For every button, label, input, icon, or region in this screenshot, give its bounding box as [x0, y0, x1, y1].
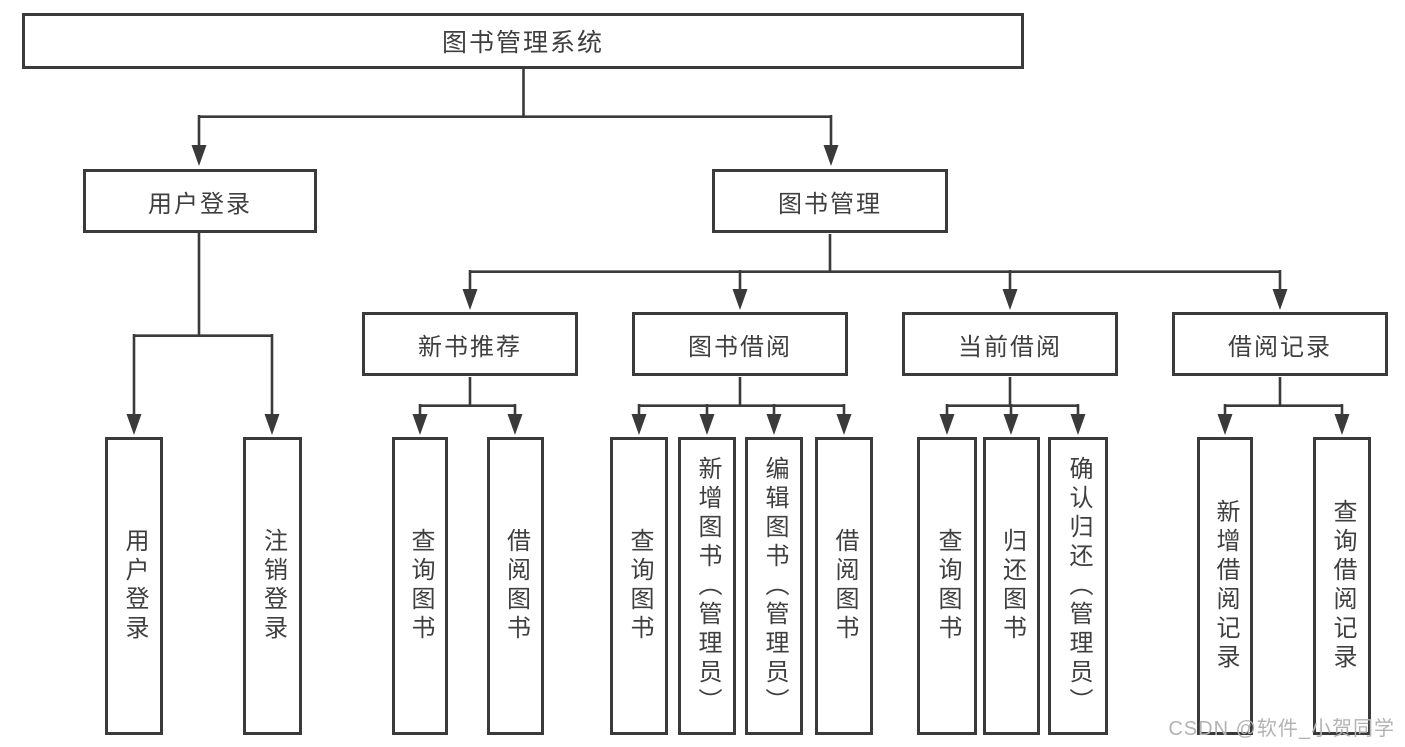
leaf-recommend-borrow-books: 借阅图书 [487, 437, 544, 735]
node-root: 图书管理系统 [22, 13, 1024, 69]
node-new-book-recommend: 新书推荐 [362, 312, 578, 376]
leaf-records-add-record-label: 新增借阅记录 [1212, 499, 1239, 673]
leaf-borrow-add-books-admin: 新增图书（管理员） [678, 437, 736, 735]
node-user-login: 用户登录 [83, 169, 317, 233]
leaf-current-query-books: 查询图书 [917, 437, 977, 735]
leaf-user-login-label: 用户登录 [121, 528, 148, 644]
node-book-borrow: 图书借阅 [632, 312, 848, 376]
node-book-management: 图书管理 [712, 169, 948, 233]
leaf-logout-label: 注销登录 [259, 528, 287, 644]
leaf-borrow-query-books-label: 查询图书 [626, 528, 653, 644]
leaf-current-confirm-return-admin: 确认归还（管理员） [1048, 437, 1108, 735]
leaf-current-return-books: 归还图书 [983, 437, 1040, 735]
leaf-records-add-record: 新增借阅记录 [1197, 437, 1253, 735]
node-root-label: 图书管理系统 [441, 29, 604, 57]
leaf-borrow-edit-books-admin: 编辑图书（管理员） [745, 437, 803, 735]
node-current-borrow: 当前借阅 [902, 312, 1118, 376]
node-borrow-records: 借阅记录 [1172, 312, 1388, 376]
node-book-borrow-label: 图书借阅 [688, 333, 792, 361]
leaf-borrow-query-books: 查询图书 [610, 437, 668, 735]
leaf-borrow-borrow-books-label: 借阅图书 [831, 528, 858, 644]
node-new-book-recommend-label: 新书推荐 [418, 333, 522, 361]
leaf-borrow-borrow-books: 借阅图书 [815, 437, 873, 735]
leaf-records-query-record: 查询借阅记录 [1313, 437, 1371, 735]
leaf-current-query-books-label: 查询图书 [934, 528, 961, 644]
csdn-watermark: CSDN @软件_小贺同学 [1168, 718, 1395, 740]
leaf-current-return-books-label: 归还图书 [998, 528, 1026, 644]
leaf-user-login: 用户登录 [105, 437, 163, 735]
leaf-current-confirm-return-admin-label: 确认归还（管理员） [1065, 455, 1092, 717]
leaf-logout: 注销登录 [243, 437, 302, 735]
leaf-borrow-add-books-admin-label: 新增图书（管理员） [694, 455, 721, 717]
leaf-borrow-edit-books-admin-label: 编辑图书（管理员） [761, 455, 788, 717]
leaf-recommend-borrow-books-label: 借阅图书 [502, 528, 530, 644]
leaf-records-query-record-label: 查询借阅记录 [1329, 499, 1356, 673]
node-borrow-records-label: 借阅记录 [1228, 333, 1332, 361]
leaf-recommend-query-books-label: 查询图书 [407, 528, 434, 644]
leaf-recommend-query-books: 查询图书 [392, 437, 448, 735]
node-book-management-label: 图书管理 [778, 190, 882, 218]
node-current-borrow-label: 当前借阅 [958, 333, 1062, 361]
node-user-login-label: 用户登录 [148, 190, 252, 218]
